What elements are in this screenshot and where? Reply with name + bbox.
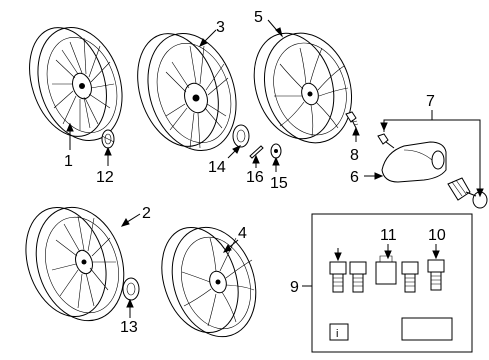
callout-14: 14 — [208, 159, 226, 176]
wheel-2 — [25, 206, 125, 322]
cap-15 — [270, 143, 282, 159]
callout-4: 4 — [238, 225, 247, 242]
locking-bolt-kit-box-9 — [311, 213, 473, 353]
wheel-4 — [161, 226, 257, 338]
callout-10: 10 — [428, 227, 446, 244]
callout-5: 5 — [254, 9, 263, 26]
code-card — [401, 317, 453, 341]
callout-11: 11 — [380, 227, 397, 244]
callout-1: 1 — [64, 153, 73, 170]
callout-12: 12 — [96, 169, 114, 186]
wheel-1 — [29, 26, 123, 142]
callout-9: 9 — [290, 279, 299, 296]
callout-7: 7 — [426, 93, 435, 110]
wheel-3 — [137, 32, 237, 152]
info-glyph: i — [336, 328, 338, 340]
callout-16: 16 — [246, 169, 264, 186]
center-cap-13 — [122, 277, 140, 301]
callout-8: 8 — [350, 147, 359, 164]
wheel-5 — [253, 32, 353, 144]
valve-bolt-8 — [345, 111, 359, 129]
callout-13: 13 — [120, 319, 138, 336]
clip-16 — [249, 145, 264, 159]
tpms-group-7 — [377, 133, 488, 209]
callout-labels: 1 12 3 5 14 16 15 8 7 6 2 13 4 9 11 10 i — [64, 9, 446, 340]
leader-lines — [66, 19, 484, 318]
callout-6: 6 — [350, 169, 359, 186]
center-cap-12 — [101, 129, 115, 149]
cap-14 — [232, 124, 250, 148]
callout-2: 2 — [142, 205, 151, 222]
info-card-icon — [329, 323, 349, 341]
callout-3: 3 — [216, 19, 225, 36]
callout-15: 15 — [270, 175, 288, 192]
